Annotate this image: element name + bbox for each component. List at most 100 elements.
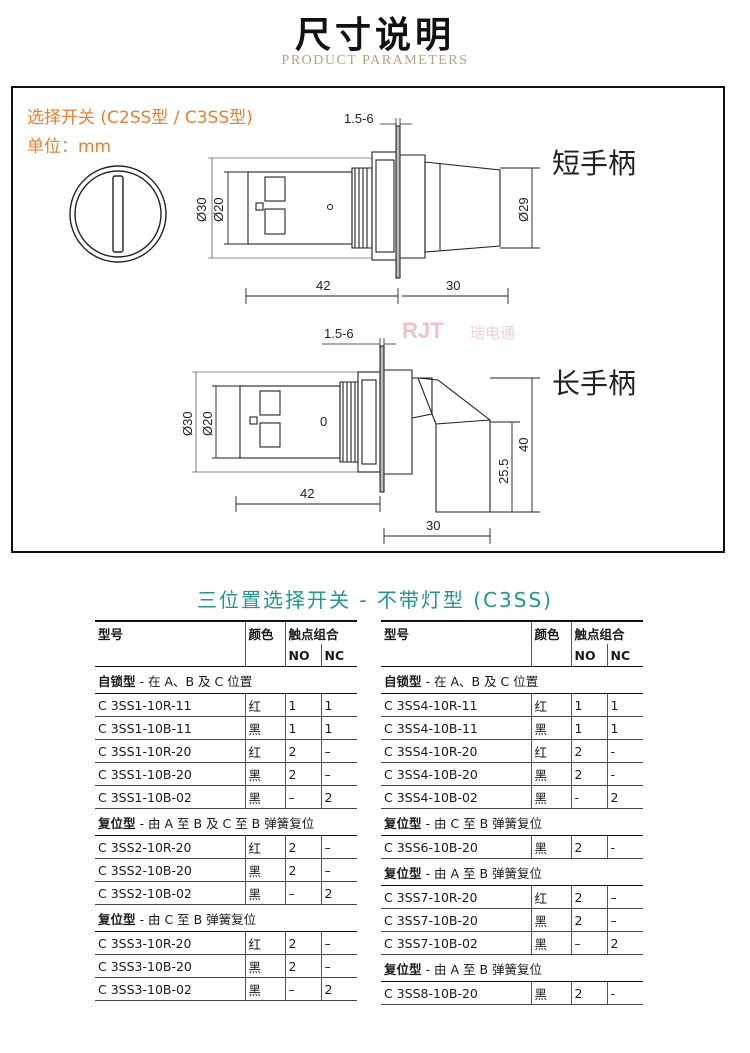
no-cell: 2	[570, 885, 607, 909]
nc-cell: –	[606, 908, 643, 932]
no-cell: 2	[570, 835, 607, 859]
table-heading: 三位置选择开关 - 不带灯型 (C3SS)	[197, 588, 553, 612]
color-cell: 黑	[530, 716, 571, 740]
no-cell: 2	[284, 931, 321, 955]
col-contact-header: 触点组合	[284, 620, 357, 644]
no-cell: 2	[284, 835, 321, 859]
front-view	[69, 165, 167, 263]
dimension-panel	[11, 86, 725, 553]
long-panel-dim: 1.5-6	[324, 326, 354, 341]
col-color-header: 颜色	[530, 620, 571, 644]
model-cell: C 3SS1-10B-20	[95, 762, 245, 786]
color-cell: 黑	[244, 977, 285, 1001]
no-cell: –	[284, 881, 321, 905]
long-handle-view	[192, 338, 540, 544]
no-cell: –	[570, 931, 607, 955]
section-heading: 复位型 - 由 C 至 B 弹簧复位	[95, 904, 357, 932]
col-color-header: 颜色	[244, 620, 285, 644]
col-nc-header: NC	[606, 644, 643, 667]
model-cell: C 3SS4-10B-11	[381, 716, 531, 740]
nc-cell: 2	[606, 931, 643, 955]
color-cell: 黑	[244, 954, 285, 978]
section-heading: 复位型 - 由 A 至 B 弹簧复位	[381, 858, 643, 886]
model-cell: C 3SS1-10R-20	[95, 739, 245, 763]
nc-cell: 1	[606, 716, 643, 740]
color-cell: 红	[244, 931, 285, 955]
model-cell: C 3SS4-10R-11	[381, 693, 531, 717]
model-cell: C 3SS3-10B-20	[95, 954, 245, 978]
section-heading: 复位型 - 由 A 至 B 弹簧复位	[381, 954, 643, 982]
section-heading: 复位型 - 由 A 至 B 及 C 至 B 弹簧复位	[95, 808, 357, 836]
col-model-header: 型号	[381, 620, 531, 644]
nc-cell: 2	[320, 881, 357, 905]
dimension-drawing: 1.5-6 42 30 Ø30 Ø20 Ø29 RJT 瑞电通 1.5-6	[69, 111, 540, 544]
color-cell: 黑	[244, 762, 285, 786]
section-type: 复位型	[98, 911, 136, 927]
model-cell: C 3SS4-10B-02	[381, 785, 531, 809]
model-cell: C 3SS1-10B-11	[95, 716, 245, 740]
nc-cell: -	[606, 835, 643, 859]
model-cell: C 3SS7-10B-02	[381, 931, 531, 955]
page-subtitle: PRODUCT PARAMETERS	[281, 53, 469, 68]
nc-cell: –	[320, 739, 357, 763]
nc-cell: 1	[320, 693, 357, 717]
no-cell: 2	[570, 762, 607, 786]
short-d-inner: Ø20	[211, 197, 226, 222]
no-cell: -	[570, 785, 607, 809]
section-type: 复位型	[384, 961, 422, 977]
color-cell: 黑	[530, 908, 571, 932]
section-type: 复位型	[98, 815, 136, 831]
model-cell: C 3SS3-10B-02	[95, 977, 245, 1001]
drawing-title: 选择开关 (C2SS型 / C3SS型)	[27, 108, 253, 128]
col-contact-header: 触点组合	[570, 620, 643, 644]
color-cell: 红	[244, 835, 285, 859]
color-cell: 黑	[530, 981, 571, 1005]
long-h-partial: 25.5	[496, 459, 511, 484]
color-cell: 红	[244, 739, 285, 763]
no-cell: 1	[570, 693, 607, 717]
col-no-header: NO	[570, 644, 607, 667]
short-len-handle: 30	[446, 278, 460, 293]
color-cell: 红	[530, 739, 571, 763]
section-desc: - 由 A 至 B 弹簧复位	[421, 865, 542, 881]
svg-text:RJT: RJT	[402, 318, 444, 343]
no-cell: 1	[284, 716, 321, 740]
section-desc: - 由 C 至 B 弹簧复位	[135, 911, 257, 927]
color-cell: 黑	[244, 881, 285, 905]
color-cell: 黑	[244, 716, 285, 740]
section-desc: - 在 A、B 及 C 位置	[135, 673, 253, 689]
nc-cell: 2	[606, 785, 643, 809]
long-d-outer: Ø30	[180, 411, 195, 436]
no-cell: 2	[284, 954, 321, 978]
model-cell: C 3SS2-10R-20	[95, 835, 245, 859]
watermark-logo: RJT 瑞电通	[402, 318, 515, 343]
color-cell: 黑	[244, 858, 285, 882]
section-heading: 自锁型 - 在 A、B 及 C 位置	[95, 666, 357, 694]
section-type: 复位型	[384, 815, 422, 831]
page-title: 尺寸说明	[294, 15, 455, 56]
model-cell: C 3SS1-10B-02	[95, 785, 245, 809]
no-cell: 2	[570, 739, 607, 763]
model-cell: C 3SS3-10R-20	[95, 931, 245, 955]
nc-cell: –	[320, 954, 357, 978]
model-cell: C 3SS8-10B-20	[381, 981, 531, 1005]
model-cell: C 3SS4-10R-20	[381, 739, 531, 763]
short-d-outer: Ø30	[194, 197, 209, 222]
model-cell: C 3SS7-10R-20	[381, 885, 531, 909]
